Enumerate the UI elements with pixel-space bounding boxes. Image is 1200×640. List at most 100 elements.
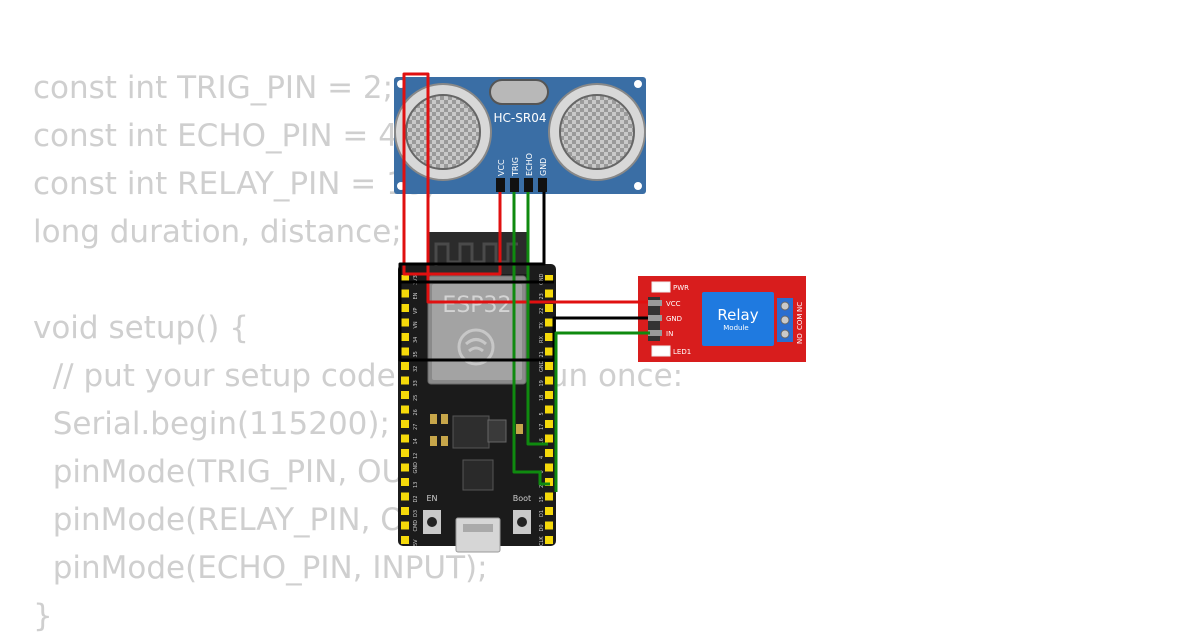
gpio-pin-label: D1 [539, 510, 545, 517]
gpio-pin[interactable] [401, 478, 409, 486]
wire-gnd[interactable] [398, 192, 648, 362]
gpio-pin[interactable] [401, 362, 409, 370]
crystal-oscillator [489, 79, 549, 105]
relay-module[interactable]: PWR LED1 VCC GND IN Relay Module NO COM … [638, 276, 806, 362]
code-line: pinMode(ECHO_PIN, INPUT); [33, 550, 488, 586]
relay-title: Relay [717, 306, 758, 324]
gpio-pin[interactable] [401, 275, 409, 283]
gpio-pin[interactable] [545, 376, 553, 385]
sensor-pin-trig[interactable] [510, 178, 519, 192]
gpio-pin-label: GND [539, 360, 545, 372]
gpio-pin-label: D3 [413, 510, 419, 517]
wire-in[interactable] [554, 331, 650, 492]
gpio-pin-label: 33 [413, 380, 419, 386]
gpio-pin-label: TX [539, 321, 545, 329]
gpio-pin[interactable] [545, 347, 553, 356]
gpio-pin[interactable] [401, 333, 409, 341]
transducer-right [548, 83, 646, 181]
gpio-pin[interactable] [545, 536, 553, 544]
gpio-pin[interactable] [545, 405, 553, 414]
gpio-pin[interactable] [545, 304, 553, 312]
module-shield [432, 284, 522, 380]
gpio-pin[interactable] [401, 463, 409, 472]
gpio-pin[interactable] [545, 420, 553, 428]
code-line: const int ECHO_PIN = 4; [33, 118, 409, 154]
gpio-pin-label: 3V3 [413, 275, 419, 285]
gpio-pin[interactable] [401, 304, 409, 312]
gpio-pin-label: 2 [539, 485, 545, 488]
relay-pin-vcc[interactable] [648, 300, 662, 306]
wire-vcc[interactable] [402, 72, 648, 304]
code-line: const int TRIG_PIN = 2; [33, 70, 394, 106]
gpio-pin-label: 34 [413, 337, 419, 343]
gpio-pin[interactable] [401, 521, 409, 530]
gpio-pin[interactable] [401, 289, 409, 298]
gpio-pin[interactable] [545, 318, 553, 327]
gpio-pin[interactable] [401, 318, 409, 327]
gpio-pin-label: 5 [539, 412, 545, 415]
relay-pin-label-gnd: GND [666, 315, 682, 323]
ultrasonic-sensor[interactable]: HC-SR04 VCC TRIG ECHO GND [394, 77, 646, 194]
relay-subtitle: Module [723, 324, 748, 332]
gpio-pin[interactable] [401, 449, 409, 457]
gpio-pin[interactable] [545, 275, 553, 283]
en-label: EN [426, 494, 437, 503]
gpio-pin-label: 26 [413, 409, 419, 415]
sensor-pin-gnd[interactable] [538, 178, 547, 192]
gpio-pin-label: 14 [413, 438, 419, 444]
gpio-pin-label: 0 [539, 470, 545, 473]
gpio-pin[interactable] [401, 405, 409, 414]
terminal-label-no: NO [796, 333, 804, 344]
sensor-pin-echo[interactable] [524, 178, 533, 192]
gpio-pin-label: 23 [539, 293, 545, 299]
terminal-screw[interactable] [780, 301, 790, 311]
gpio-pin[interactable] [401, 507, 409, 515]
relay-pin-label-vcc: VCC [666, 300, 681, 308]
sensor-model-label: HC-SR04 [494, 111, 547, 125]
relay-pin-gnd[interactable] [648, 315, 662, 321]
code-line: Serial.begin(115200); [33, 406, 390, 442]
gpio-pin[interactable] [401, 347, 409, 356]
gpio-pin[interactable] [401, 536, 409, 544]
gpio-pin[interactable] [545, 478, 553, 486]
gpio-pin[interactable] [545, 449, 553, 457]
gpio-pin[interactable] [545, 463, 553, 472]
espressif-logo [457, 328, 495, 366]
gpio-pin[interactable] [545, 492, 553, 501]
terminal-screw[interactable] [780, 329, 790, 339]
gpio-pin-label: 19 [539, 380, 545, 386]
gpio-pin-label: D2 [413, 495, 419, 502]
smd-part [441, 436, 448, 446]
sensor-pin-label-echo: ECHO [525, 153, 534, 176]
wire-echo[interactable] [526, 192, 548, 446]
boot-button[interactable] [513, 510, 531, 534]
gpio-pin[interactable] [401, 420, 409, 428]
gpio-pin[interactable] [545, 289, 553, 298]
sensor-pin-vcc[interactable] [496, 178, 505, 192]
gpio-pin-label: VN [413, 321, 419, 328]
relay-pin-in[interactable] [648, 330, 662, 336]
gpio-pin[interactable] [545, 362, 553, 370]
antenna-area [427, 232, 527, 274]
wire-trig[interactable] [512, 192, 550, 486]
smd-part [430, 436, 437, 446]
gpio-pin[interactable] [545, 434, 553, 443]
terminal-screw[interactable] [780, 315, 790, 325]
micro-usb-port[interactable] [455, 517, 501, 553]
sensor-pin-label-trig: TRIG [511, 157, 520, 177]
gpio-pin[interactable] [401, 492, 409, 501]
esp32-board[interactable]: ESP32 EN Boot 3V3ENVPVN34353233252627141… [398, 232, 556, 553]
gpio-pin[interactable] [545, 521, 553, 530]
gpio-pin[interactable] [545, 333, 553, 341]
en-button[interactable] [423, 510, 441, 534]
led1-label: LED1 [673, 348, 691, 356]
smd-part [516, 424, 523, 434]
left-pin-header: 3V3ENVPVN343532332526271412GND13D2D3CMD5… [401, 275, 419, 546]
gpio-pin[interactable] [401, 434, 409, 443]
gpio-pin[interactable] [401, 376, 409, 385]
gpio-pin[interactable] [401, 391, 409, 399]
gpio-pin[interactable] [545, 391, 553, 399]
gpio-pin-label: CMD [413, 520, 419, 532]
gpio-pin[interactable] [545, 507, 553, 515]
